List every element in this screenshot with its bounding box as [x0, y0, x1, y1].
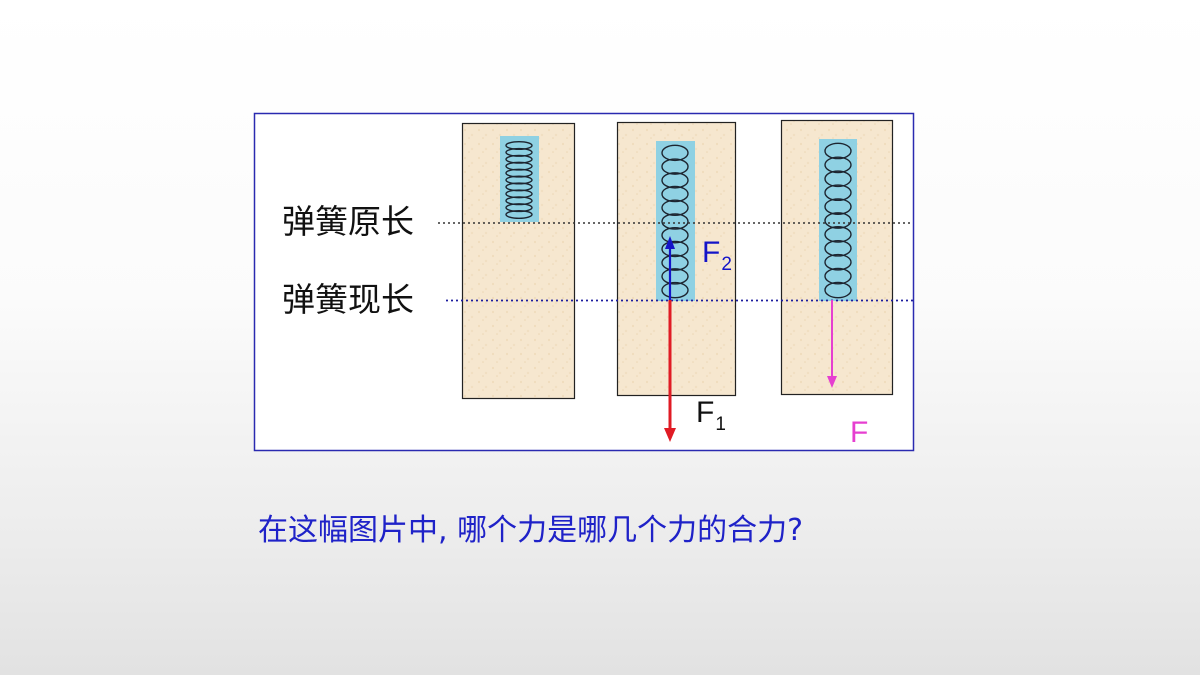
spring-coil — [824, 142, 852, 160]
label-f2: F2 — [702, 236, 732, 275]
label-current-length: 弹簧现长 — [282, 280, 414, 319]
spring-coil — [661, 158, 689, 175]
spring-original — [500, 136, 539, 222]
spring-coil — [824, 198, 852, 215]
label-original-length: 弹簧原长 — [282, 202, 414, 241]
spring-coil — [824, 267, 852, 285]
spring-coil — [661, 213, 689, 230]
spring-coil — [824, 281, 852, 299]
spring-coil — [505, 210, 533, 220]
force-arrow-f — [827, 300, 837, 388]
spring-stretched-2 — [819, 139, 857, 301]
spring-coil — [661, 185, 689, 203]
spring-coil — [824, 239, 852, 257]
spring-stretched-1 — [656, 141, 695, 301]
spring-coil — [661, 240, 689, 258]
spring-coil — [824, 212, 852, 229]
spring-coil — [824, 226, 852, 243]
label-f1: F1 — [696, 396, 726, 435]
spring-coil — [661, 254, 689, 271]
spring-coil — [824, 253, 852, 271]
spring-coil — [824, 184, 852, 202]
spring-coil — [661, 268, 689, 285]
spring-coil — [661, 144, 689, 162]
label-f: F — [850, 416, 868, 449]
question-text: 在这幅图片中, 哪个力是哪几个力的合力? — [258, 513, 803, 548]
spring-coil — [824, 156, 852, 174]
force-arrow-f2 — [665, 236, 675, 300]
spring-coil — [661, 226, 689, 244]
force-arrow-f1 — [664, 300, 676, 442]
spring-coil — [661, 281, 689, 299]
spring-coil — [661, 199, 689, 217]
spring-coil — [661, 172, 689, 189]
spring-coil — [824, 170, 852, 188]
